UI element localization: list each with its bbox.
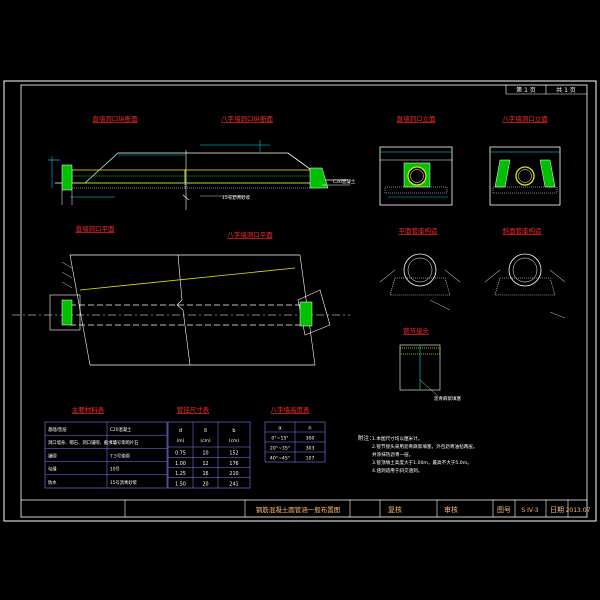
pipe-joint-detail: 管节接头 沥青麻絮填塞 (399, 326, 461, 402)
drawing-no: S IV-3 (521, 507, 538, 514)
wing-cell: 300 (306, 436, 315, 442)
page-number: 第 1 页 (516, 86, 536, 94)
review-label: 复核 (388, 505, 402, 514)
end-wall-elevation-title: 直墙洞口立面 (397, 114, 437, 123)
material-item: 洞口墙身、帽石、洞口铺砌、截水墙 (48, 439, 117, 446)
pipe-joint-leader: 沥青麻絮填塞 (434, 395, 461, 402)
wing-wall-section-view: 八字墙洞口纵断面 15号沥青砂浆 C20混凝土 (182, 114, 356, 210)
title-block: 钢筋混凝土圆管涵一般布置图 复核 审核 图号 S IV-3 日期 2013.07 (21, 499, 591, 517)
pipe-dims-table: 管径尺寸表 d (m) δ (cm) b (cm) 0.75 10 152 1.00 12 176 1… (167, 405, 251, 489)
materials-table-title: 主要材料表 (72, 405, 105, 414)
dims-cell: 20 (202, 481, 208, 487)
material-item: 铺砌 (48, 452, 57, 459)
date-label: 日期 (550, 506, 564, 514)
wing-cell: 20°~35° (270, 446, 290, 452)
end-wall-plan-title: 直墙洞口平面 (76, 224, 116, 233)
outer-frame (3, 80, 597, 522)
dims-cell: 12 (202, 461, 208, 467)
dims-unit: (cm) (229, 438, 240, 444)
plan-views: 直墙洞口平面 八字墙洞口平面 (12, 224, 350, 366)
note-line: 并涂抹热沥青一层。 (372, 451, 413, 458)
wing-wall-elevation-title: 八字墙洞口立面 (502, 114, 548, 123)
end-wall-section-view: 直墙洞口纵断面 (48, 114, 186, 205)
inner-frame (20, 84, 588, 518)
pipe-dims-table-title: 管径尺寸表 (177, 405, 210, 414)
note-line: 4.涵洞适用于斜交涵洞。 (372, 467, 422, 474)
level-base-detail: 平面管座构造 (379, 226, 461, 311)
wing-wall-elevation-view: 八字墙洞口立面 (489, 114, 561, 206)
date-value: 2013.07 (566, 507, 591, 514)
wing-cell: 40°~45° (270, 456, 290, 462)
wing-cell: 303 (306, 446, 315, 452)
joint-fill-leader: 15号沥青砂浆 (222, 194, 251, 201)
note-line: 3.管顶填土高度大于1.00m，最高不大于5.0m。 (372, 459, 472, 466)
dims-cell: 210 (229, 471, 238, 477)
materials-table: 主要材料表 基础/垫层 C20混凝土洞口墙身、帽石、洞口铺砌、截水墙7.5号浆砌片… (44, 405, 168, 489)
slope-base-detail: 斜面管座构造 (484, 226, 566, 319)
approve-label: 审核 (444, 505, 458, 514)
wing-wall-section-title: 八字墙洞口纵断面 (221, 114, 274, 123)
end-wall-elevation-view: 直墙洞口立面 (379, 114, 453, 206)
material-spec: C20混凝土 (110, 426, 132, 433)
dims-unit: (cm) (200, 438, 211, 444)
page-total: 共 1 页 (556, 86, 576, 94)
base-concrete-leader: C20混凝土 (333, 178, 356, 185)
page-counter: 第 1 页 共 1 页 (505, 85, 587, 95)
notes-block: 附注： 1.本图尺寸均以厘米计。2.管节接头采用沥青麻絮填塞，外包沥青油毡两层。… (358, 434, 477, 474)
pipe-joint-title: 管节接头 (403, 326, 430, 335)
dims-header: b (232, 428, 235, 434)
notes-title: 附注： (358, 434, 375, 442)
wing-header: n (308, 426, 311, 432)
drawing-no-label: 图号 (497, 506, 511, 514)
note-line: 2.管节接头采用沥青麻絮填塞，外包沥青油毡两层。 (372, 443, 477, 450)
material-spec: 15号沥青砂浆 (110, 479, 138, 486)
end-wall-section-title: 直墙洞口纵断面 (92, 114, 138, 123)
dims-cell: 10 (202, 451, 208, 457)
material-item: 基础/垫层 (48, 426, 67, 433)
note-line: 1.本图尺寸均以厘米计。 (372, 435, 422, 442)
wing-wall-plan-title: 八字墙洞口平面 (227, 230, 273, 239)
dims-cell: 1.00 (175, 461, 186, 467)
slope-base-title: 斜面管座构造 (503, 226, 543, 235)
wing-header: α (278, 426, 282, 432)
level-base-title: 平面管座构造 (399, 226, 439, 235)
material-item: 防水 (48, 479, 57, 486)
material-spec: 7.5号浆砌片石 (110, 439, 139, 446)
dims-cell: 152 (229, 451, 238, 457)
dims-cell: 16 (202, 471, 208, 477)
dims-cell: 1.50 (175, 481, 186, 487)
material-spec: 7.5号浆砌 (110, 452, 130, 459)
material-spec: 10号 (110, 467, 120, 473)
material-item: 勾缝 (48, 466, 57, 473)
wing-height-table: 八字墙高度表 α n 0°~15° 300 20°~35° 303 40°~45° 107 (264, 405, 326, 463)
dims-unit: (m) (177, 438, 185, 444)
wing-table-title: 八字墙高度表 (271, 405, 311, 414)
dims-header: δ (204, 428, 207, 434)
dims-cell: 241 (229, 481, 238, 487)
drawing-title: 钢筋混凝土圆管涵一般布置图 (256, 505, 341, 514)
wing-cell: 107 (306, 456, 315, 462)
dims-header: d (179, 428, 182, 434)
dims-cell: 176 (229, 461, 238, 467)
dims-cell: 0.75 (175, 451, 186, 457)
wing-cell: 0°~15° (271, 436, 288, 442)
dims-cell: 1.25 (175, 471, 186, 477)
